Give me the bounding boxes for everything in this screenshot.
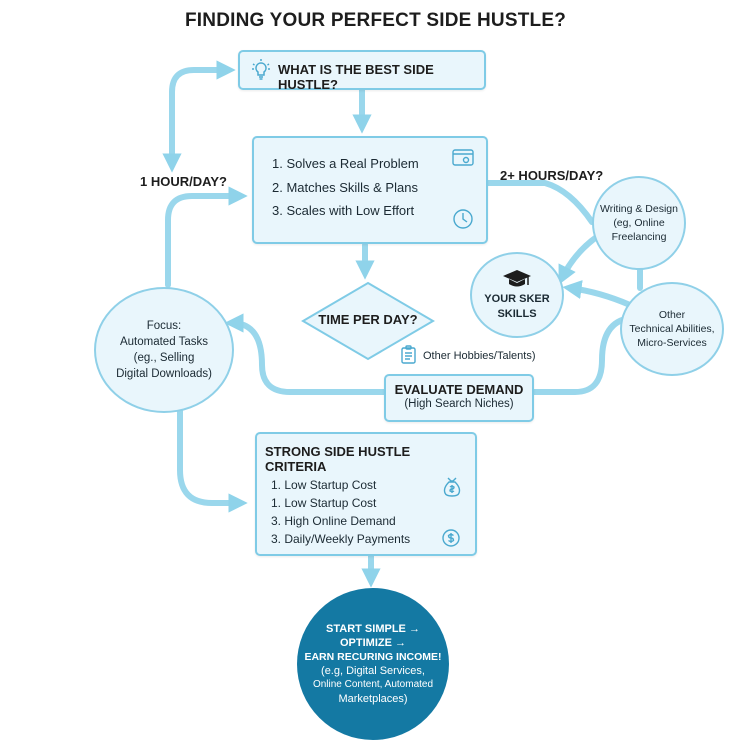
other-circle: Other Technical Abilities, Micro-Service… bbox=[620, 282, 724, 376]
clock-icon bbox=[453, 209, 473, 229]
final-line-2: OPTIMIZE → bbox=[340, 637, 406, 649]
criteria-item-1: 1. Solves a Real Problem bbox=[272, 156, 419, 171]
arrow-writing-to-skills bbox=[558, 233, 601, 285]
other-line-1: Other bbox=[658, 309, 686, 321]
strong-item-4: 3. Daily/Weekly Payments bbox=[271, 532, 411, 546]
writing-circle: Writing & Design (eg, Online Freelancing bbox=[592, 176, 686, 270]
final-line-1: START SIMPLE → bbox=[326, 623, 420, 635]
writing-line-2: (eg, Online bbox=[613, 217, 665, 229]
label-two-hours: 2+ HOURS/DAY? bbox=[500, 168, 604, 183]
final-line-6: Marketplaces) bbox=[338, 693, 408, 705]
writing-line-1: Writing & Design bbox=[599, 203, 678, 215]
hobbies-text: Other Hobbies/Talents) bbox=[423, 350, 536, 362]
evaluate-title: EVALUATE DEMAND bbox=[394, 382, 524, 397]
focus-line-3: (eg., Selling bbox=[133, 352, 195, 364]
focus-circle: Focus: Automated Tasks (eg., Selling Dig… bbox=[94, 287, 234, 413]
final-circle: START SIMPLE → OPTIMIZE → EARN RECURING … bbox=[297, 588, 449, 740]
final-line-3: EARN RECURING INCOME! bbox=[304, 651, 442, 663]
decision-diamond bbox=[301, 281, 435, 361]
strong-item-1: 1. Low Startup Cost bbox=[271, 478, 377, 492]
question-box: WHAT IS THE BEST SIDE HUSTLE? bbox=[238, 50, 486, 92]
arrow-criteria-to-writing bbox=[485, 180, 595, 225]
writing-line-3: Freelancing bbox=[611, 231, 667, 243]
page-title: FINDING YOUR PERFECT SIDE HUSTLE? bbox=[185, 10, 566, 31]
focus-line-4: Digital Downloads) bbox=[116, 368, 212, 380]
arrow-other-to-skills bbox=[562, 280, 633, 308]
strong-item-3: 3. High Online Demand bbox=[271, 514, 396, 528]
other-line-3: Micro-Services bbox=[637, 337, 707, 349]
lightbulb-icon bbox=[252, 59, 270, 80]
skills-circle: YOUR SKER SKILLS bbox=[470, 252, 564, 338]
graduation-cap-icon bbox=[503, 270, 531, 287]
strong-criteria-box: STRONG SIDE HUSTLE CRITERIA 1. Low Start… bbox=[255, 432, 477, 556]
focus-line-2: Automated Tasks bbox=[119, 336, 208, 348]
skills-line-2: SKILLS bbox=[497, 308, 537, 320]
focus-line-1: Focus: bbox=[146, 320, 182, 332]
question-text: WHAT IS THE BEST SIDE HUSTLE? bbox=[278, 62, 434, 92]
dollar-coin-icon bbox=[442, 529, 460, 547]
arrow-focus-to-criteria bbox=[165, 186, 248, 288]
skills-line-1: YOUR SKER bbox=[484, 293, 550, 305]
label-one-hour: 1 HOUR/DAY? bbox=[140, 174, 227, 189]
strong-title: STRONG SIDE HUSTLE CRITERIA bbox=[265, 444, 411, 474]
arrow-evaluate-to-focus bbox=[224, 313, 387, 395]
other-line-2: Technical Abilities, bbox=[629, 323, 715, 335]
evaluate-subtitle: (High Search Niches) bbox=[404, 398, 514, 410]
criteria-item-3: 3. Scales with Low Effort bbox=[272, 203, 415, 218]
arrow-loop-to-question bbox=[169, 60, 236, 163]
criteria-item-2: 2. Matches Skills & Plans bbox=[272, 180, 418, 195]
arrow-focus-to-strong bbox=[177, 407, 248, 513]
final-line-5: Online Content, Automated bbox=[312, 679, 434, 690]
money-bag-icon bbox=[443, 477, 461, 497]
final-line-4: (e.g, Digital Services, bbox=[321, 665, 425, 677]
decision-text: TIME PER DAY? bbox=[318, 312, 418, 327]
evaluate-box: EVALUATE DEMAND (High Search Niches) bbox=[384, 374, 534, 422]
criteria-box: 1. Solves a Real Problem 2. Matches Skil… bbox=[252, 136, 488, 244]
clipboard-icon bbox=[401, 345, 416, 364]
arrow-evaluate-to-other bbox=[529, 315, 633, 395]
strong-item-2: 1. Low Startup Cost bbox=[271, 496, 377, 510]
browser-window-icon bbox=[452, 149, 474, 166]
